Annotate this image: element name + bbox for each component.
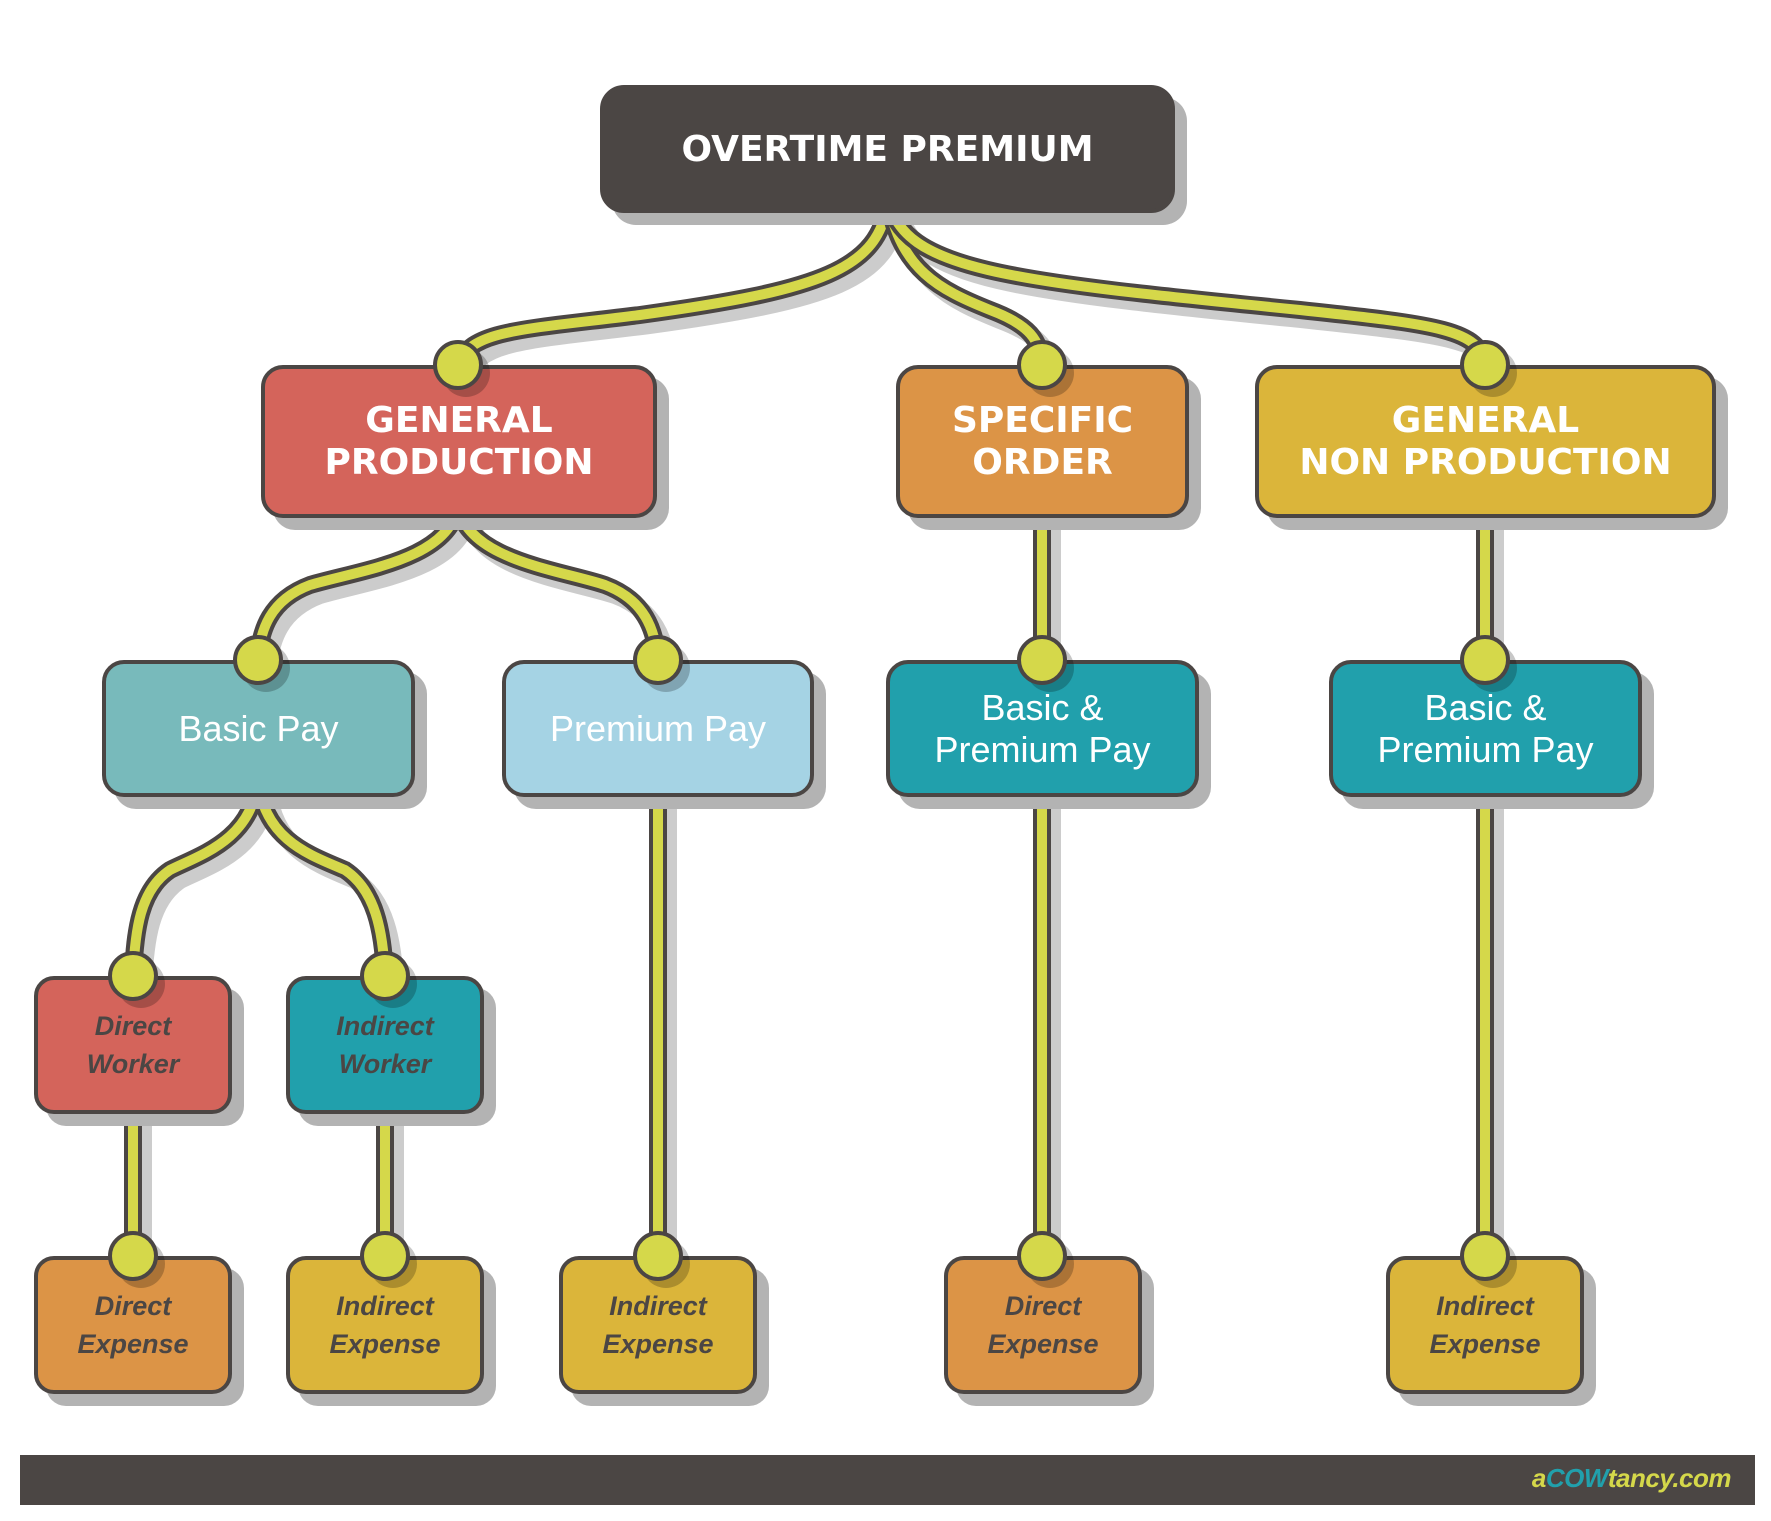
wire-root-general-production-shadow <box>459 201 907 384</box>
worker-label-line1: Indirect <box>336 1011 434 1041</box>
pay-label-line1: Premium Pay <box>549 707 767 749</box>
category-specific-order: SPECIFIC ORDER <box>896 365 1189 518</box>
wire-genprod-premium <box>453 500 663 665</box>
expense-direct-1: Direct Expense <box>34 1256 232 1394</box>
pay-label-line1: Basic & <box>1424 686 1547 728</box>
wire-genprod-basic <box>253 500 463 665</box>
brand-part-a: a <box>1531 1463 1546 1493</box>
worker-indirect: Indirect Worker <box>286 976 484 1114</box>
worker-label-line2: Worker <box>338 1049 432 1079</box>
wire-basic-indirect <box>253 775 390 981</box>
expense-indirect-3: Indirect Expense <box>1386 1256 1584 1394</box>
category-label-line2: ORDER <box>972 441 1113 483</box>
category-label-line1: GENERAL <box>365 399 553 441</box>
worker-label-line1: Direct <box>94 1011 172 1041</box>
brand-part-cow: COW <box>1545 1463 1609 1493</box>
expense-label-line1: Direct <box>94 1291 172 1321</box>
expense-label-line2: Expense <box>1429 1329 1541 1359</box>
expense-label-line2: Expense <box>602 1329 714 1359</box>
expense-indirect-2: Indirect Expense <box>559 1256 757 1394</box>
expense-label-line2: Expense <box>329 1329 441 1359</box>
pay-basic-premium-specific-order: Basic & Premium Pay <box>886 660 1199 797</box>
expense-label-line2: Expense <box>77 1329 189 1359</box>
worker-direct: Direct Worker <box>34 976 232 1114</box>
category-general-non-production: GENERAL NON PRODUCTION <box>1255 365 1716 518</box>
brand-logo: aCOWtancy.com <box>1531 1463 1732 1494</box>
pay-premium-pay: Premium Pay <box>502 660 814 797</box>
expense-direct-2: Direct Expense <box>944 1256 1142 1394</box>
category-label-line1: GENERAL <box>1391 399 1580 441</box>
expense-label-line2: Expense <box>987 1329 1099 1359</box>
root-title: OVERTIME PREMIUM <box>681 128 1094 170</box>
pay-basic-pay: Basic Pay <box>102 660 415 797</box>
worker-label-line2: Worker <box>86 1049 180 1079</box>
wire-root-general-production <box>453 195 893 370</box>
category-general-production: GENERAL PRODUCTION <box>261 365 657 518</box>
pay-label-line2: Premium Pay <box>934 728 1151 770</box>
brand-part-rest: tancy.com <box>1607 1463 1732 1493</box>
root-node-overtime-premium: OVERTIME PREMIUM <box>600 85 1175 213</box>
category-label-line1: SPECIFIC <box>951 399 1134 441</box>
expense-label-line1: Indirect <box>336 1291 434 1321</box>
pay-label-line1: Basic & <box>981 686 1104 728</box>
category-label-line2: NON PRODUCTION <box>1299 441 1672 483</box>
wire-root-non-production <box>883 195 1490 370</box>
pay-basic-premium-non-production: Basic & Premium Pay <box>1329 660 1642 797</box>
footer-bar: aCOWtancy.com <box>20 1455 1755 1505</box>
expense-label-line1: Direct <box>1004 1291 1082 1321</box>
category-label-line2: PRODUCTION <box>324 441 594 483</box>
expense-indirect-1: Indirect Expense <box>286 1256 484 1394</box>
expense-label-line1: Indirect <box>1436 1291 1534 1321</box>
wire-basic-direct-shadow <box>134 781 277 995</box>
pay-label-line1: Basic Pay <box>178 707 339 749</box>
wire-genprod-premium-shadow <box>459 506 677 679</box>
wire-basic-direct <box>128 775 263 981</box>
pay-label-line2: Premium Pay <box>1377 728 1594 770</box>
expense-label-line1: Indirect <box>609 1291 707 1321</box>
